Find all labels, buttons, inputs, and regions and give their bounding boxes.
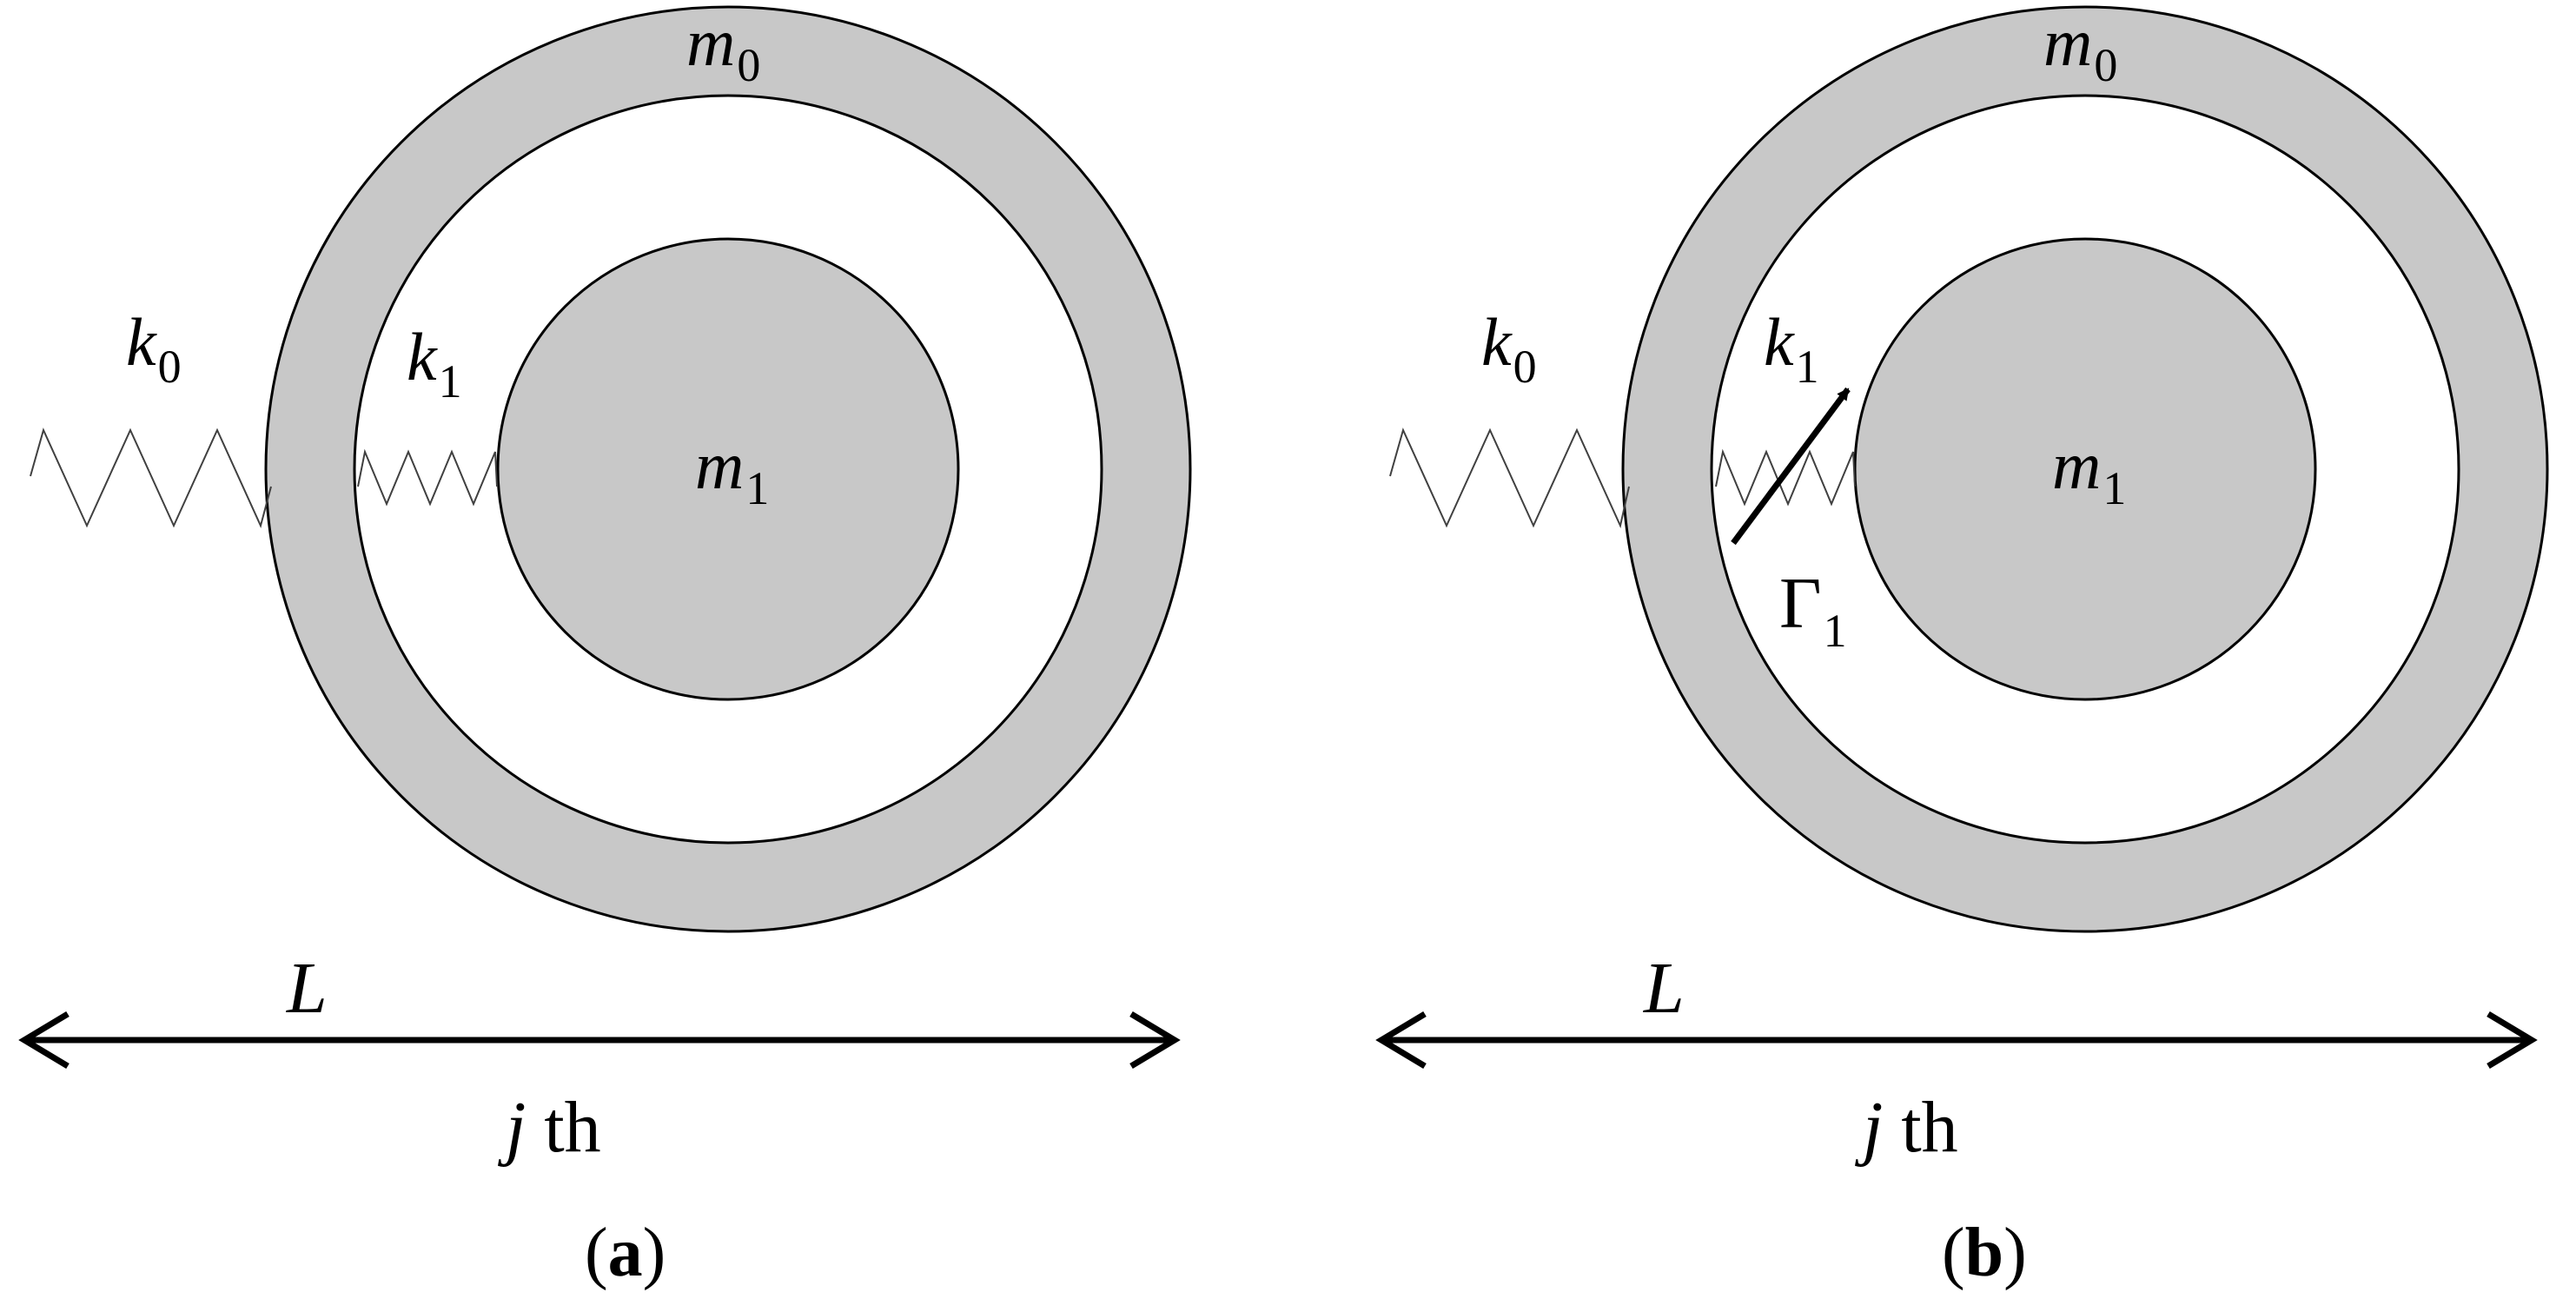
inner-mass-core xyxy=(496,237,960,701)
outer-mass-label: m0 xyxy=(2043,4,2117,91)
damping-arrow xyxy=(1731,387,1851,546)
outer-spring-label: k0 xyxy=(126,304,182,393)
inner-spring xyxy=(1715,448,1856,507)
outer-spring-label: k0 xyxy=(1481,304,1537,393)
length-arrow-left-head xyxy=(1375,1011,1427,1070)
inner-spring-label: k1 xyxy=(407,319,462,408)
damping-label: Γ1 xyxy=(1779,563,1847,657)
length-arrow-right-head xyxy=(1129,1011,1181,1070)
inner-spring-label: k1 xyxy=(1764,304,1819,393)
outer-spring xyxy=(1389,427,1630,529)
length-arrow-right-head xyxy=(2487,1011,2538,1070)
cell-index-label: j th xyxy=(1855,1087,1958,1168)
length-arrow-left-head xyxy=(18,1011,70,1070)
outer-mass-label: m0 xyxy=(686,4,760,91)
panel-caption: (a) xyxy=(585,1215,666,1291)
inner-mass-label: m1 xyxy=(2052,427,2126,514)
outer-spring xyxy=(30,427,272,528)
inner-mass-label: m1 xyxy=(695,427,769,514)
panel-b: m0 m1 k0 k1 Γ1 L j th (b) xyxy=(1375,4,2549,1291)
panel-caption: (b) xyxy=(1942,1215,2027,1291)
panel-a: m0 m1 k0 k1 L j th (a) xyxy=(18,4,1192,1291)
cell-index-label: j th xyxy=(498,1087,601,1168)
length-label: L xyxy=(1643,948,1685,1029)
inner-spring xyxy=(357,448,498,507)
length-label: L xyxy=(286,948,328,1029)
